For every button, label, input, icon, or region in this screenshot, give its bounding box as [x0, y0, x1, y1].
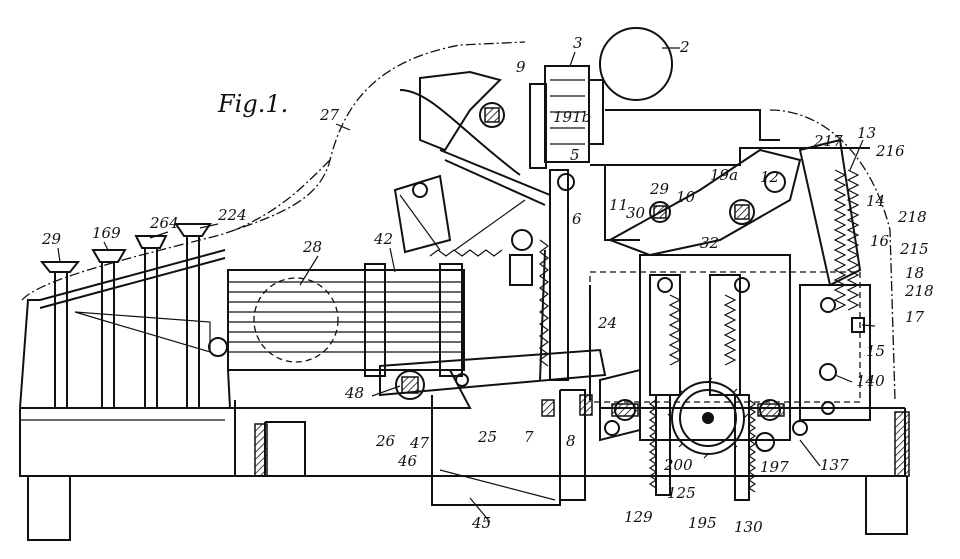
- label-6: 6: [572, 210, 582, 228]
- label-224: 224: [217, 206, 247, 224]
- label-48: 48: [344, 384, 364, 402]
- label-197: 197: [760, 458, 789, 476]
- label-42: 42: [373, 230, 393, 248]
- label-137: 137: [820, 456, 849, 474]
- label-11: 11: [609, 196, 628, 214]
- label-13: 13: [857, 124, 876, 142]
- label-140: 140: [856, 372, 885, 390]
- key-posts: [19, 223, 226, 409]
- label-10: 10: [676, 188, 696, 206]
- label-25: 25: [477, 428, 497, 446]
- label-26: 26: [375, 432, 396, 450]
- lower-linkage: [379, 348, 607, 506]
- label-7: 7: [524, 428, 534, 446]
- label-29: 29: [649, 180, 670, 198]
- label-14: 14: [866, 192, 885, 210]
- label-28: 28: [302, 238, 322, 256]
- label-5: 5: [570, 146, 580, 164]
- label-12: 12: [760, 168, 779, 186]
- label-130: 130: [734, 518, 763, 536]
- label-19a: 19a: [710, 166, 738, 184]
- label-2: 2: [679, 38, 690, 56]
- label-15: 15: [866, 342, 885, 360]
- figure-title: Fig.1.: [217, 90, 288, 118]
- label-3: 3: [573, 34, 583, 52]
- label-46: 46: [397, 452, 418, 470]
- label-191b: 191b: [553, 108, 591, 126]
- label-16: 16: [870, 232, 890, 250]
- label-195: 195: [688, 514, 717, 532]
- reference-labels: 2 3 9 27 191b 5 6 13 217 216 14 218 16 2…: [41, 34, 934, 536]
- type-column: [529, 65, 604, 381]
- label-216: 216: [875, 142, 905, 160]
- label-200: 200: [663, 456, 693, 474]
- label-30: 30: [626, 204, 646, 222]
- label-32: 32: [700, 234, 719, 252]
- label-218a: 218: [897, 208, 927, 226]
- label-18: 18: [905, 264, 924, 282]
- label-215: 215: [899, 240, 929, 258]
- label-129: 129: [624, 508, 653, 526]
- label-218b: 218: [904, 282, 934, 300]
- casing-outline: [21, 41, 896, 401]
- leader-lines: [57, 51, 876, 523]
- label-169: 169: [92, 224, 121, 242]
- label-17: 17: [905, 308, 925, 326]
- platen-circle: [599, 27, 680, 101]
- coil-springs: [429, 169, 865, 366]
- bell-crank: [607, 138, 862, 287]
- machine-feet: [27, 476, 908, 541]
- label-217: 217: [813, 132, 843, 150]
- label-9: 9: [516, 58, 526, 76]
- label-47: 47: [409, 434, 430, 452]
- label-45: 45: [471, 514, 491, 532]
- label-27: 27: [319, 106, 340, 124]
- label-24: 24: [597, 314, 617, 332]
- upper-linkage: [393, 70, 551, 286]
- label-8: 8: [566, 432, 576, 450]
- gear-train: [599, 368, 808, 501]
- label-29b: 29: [41, 230, 62, 248]
- label-264: 264: [149, 214, 179, 232]
- drum-assembly: [208, 263, 472, 409]
- label-125: 125: [667, 484, 696, 502]
